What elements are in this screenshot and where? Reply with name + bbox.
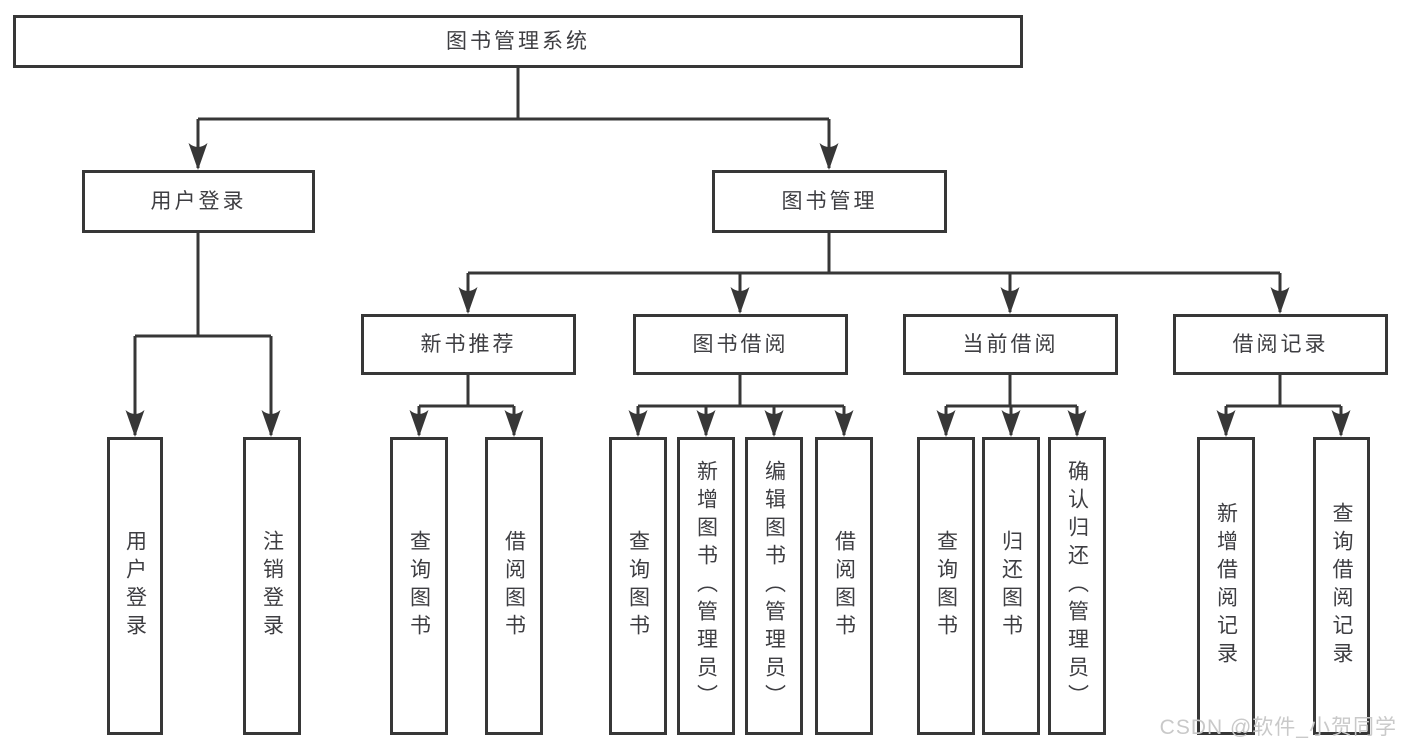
connector-new-book-recommend-to-leaves [417,375,516,435]
arrow-icon [409,410,429,437]
arrow-icon [458,287,478,314]
node-label: 查询图书 [407,530,431,642]
csdn-watermark: CSDN @软件_小贺同学 [1159,716,1397,739]
node-label: 查询借阅记录 [1330,502,1353,670]
node-current-borrowing: 当前借阅 [903,314,1118,375]
node-label: 查询图书 [626,530,650,642]
node-book-management: 图书管理 [712,170,947,233]
arrow-icon [188,143,208,170]
node-label: 图书管理 [781,190,878,213]
node-borrowing-records: 借阅记录 [1173,314,1388,375]
node-user-login: 用户登录 [82,170,315,233]
node-label: 借阅图书 [832,530,856,642]
arrow-icon [1000,287,1020,314]
leaf-current-confirm-return-admin: 确认归还（管理员） [1048,437,1106,735]
leaf-user-login: 用户登录 [107,437,163,735]
arrow-icon [261,410,281,437]
connector-borrowing-records-to-leaves [1224,375,1343,435]
node-label: 编辑图书（管理员） [762,460,786,712]
leaf-borrowing-add-books-admin: 新增图书（管理员） [677,437,735,735]
arrow-icon [125,410,145,437]
leaf-recommend-query-books: 查询图书 [390,437,448,735]
node-label: 新增图书（管理员） [694,460,718,712]
arrow-icon [1067,410,1087,437]
node-label: 查询图书 [934,530,958,642]
leaf-current-query-books: 查询图书 [917,437,975,735]
arrow-icon [764,410,784,437]
arrow-icon [1270,287,1290,314]
leaf-borrowing-borrow-books: 借阅图书 [815,437,873,735]
leaf-current-return-books: 归还图书 [982,437,1040,735]
connector-user-login-to-leaves [133,233,273,435]
arrow-icon [1216,410,1236,437]
node-label: 借阅记录 [1232,333,1329,356]
arrow-icon [819,143,839,170]
node-label: 用户登录 [150,190,247,213]
connector-book-management-to-level3 [466,233,1282,312]
leaf-records-query-record: 查询借阅记录 [1313,437,1370,735]
arrow-icon [696,410,716,437]
node-label: 新书推荐 [420,333,517,356]
node-label: 用户登录 [123,530,147,642]
leaf-logout: 注销登录 [243,437,301,735]
arrow-icon [936,410,956,437]
arrow-icon [1331,410,1351,437]
node-label: 当前借阅 [962,333,1059,356]
arrow-icon [504,410,524,437]
connector-root-to-level2 [196,68,831,168]
leaf-borrowing-edit-books-admin: 编辑图书（管理员） [745,437,803,735]
arrow-icon [1001,410,1021,437]
connector-book-borrowing-to-leaves [636,375,846,435]
node-library-management-system: 图书管理系统 [13,15,1023,68]
node-label: 注销登录 [260,530,284,642]
leaf-records-add-record: 新增借阅记录 [1197,437,1255,735]
leaf-recommend-borrow-books: 借阅图书 [485,437,543,735]
leaf-borrowing-query-books: 查询图书 [609,437,667,735]
node-label: 图书管理系统 [446,30,590,53]
arrow-icon [628,410,648,437]
node-label: 借阅图书 [502,530,526,642]
node-new-book-recommend: 新书推荐 [361,314,576,375]
node-book-borrowing: 图书借阅 [633,314,848,375]
connector-current-borrowing-to-leaves [944,375,1079,435]
node-label: 新增借阅记录 [1214,502,1238,670]
node-label: 确认归还（管理员） [1065,460,1089,712]
connector-lines [133,68,1343,435]
node-label: 图书借阅 [692,333,789,356]
arrow-icon [834,410,854,437]
arrow-icon [730,287,750,314]
node-label: 归还图书 [999,530,1023,642]
